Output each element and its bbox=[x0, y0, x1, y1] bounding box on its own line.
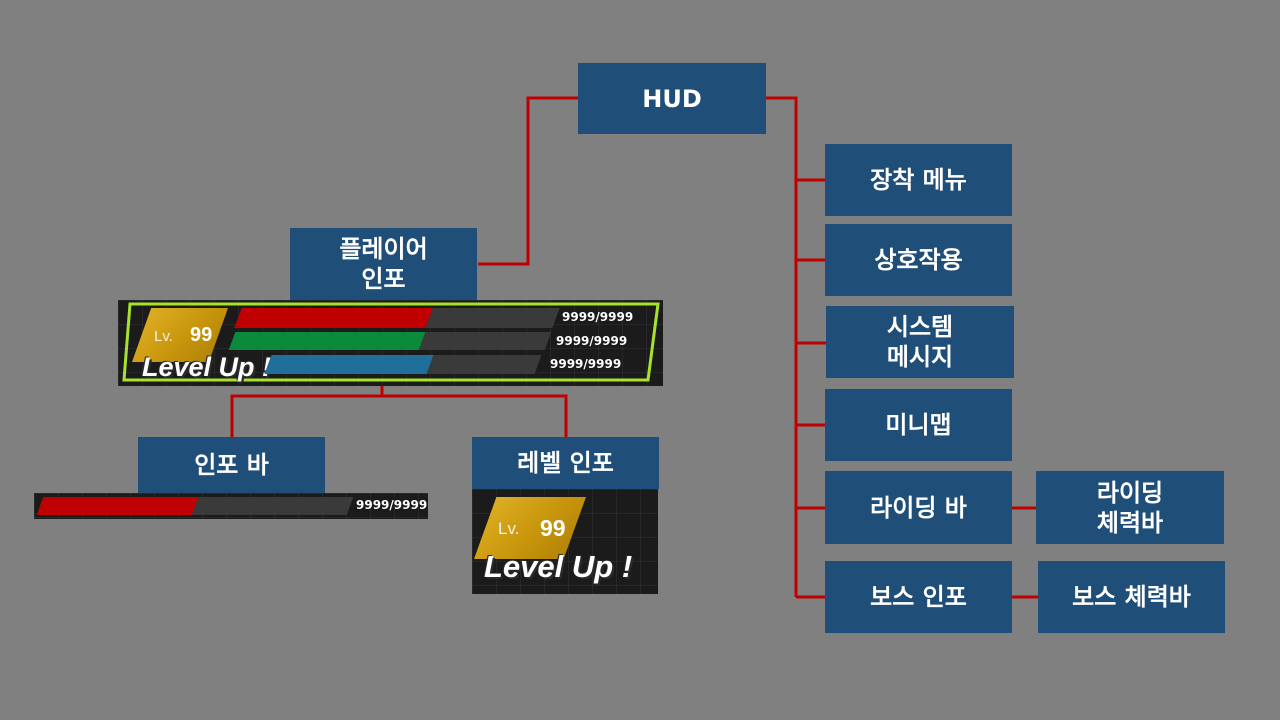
hp-bar bbox=[234, 308, 560, 328]
connector-player-children bbox=[230, 386, 384, 438]
player-info-panel: Lv. 99 Level Up ! 9999/9999 9999/9999 99… bbox=[118, 300, 663, 386]
level-preview-prefix: Lv. bbox=[498, 519, 520, 538]
info-bar-fill bbox=[36, 497, 199, 515]
mana-bar-fill bbox=[264, 355, 434, 374]
stamina-bar-fill bbox=[228, 332, 425, 350]
stamina-bar bbox=[228, 332, 552, 350]
connector-hud-player-info bbox=[478, 96, 578, 266]
node-interaction: 상호작용 bbox=[825, 224, 1012, 296]
node-boss-health-bar: 보스 체력바 bbox=[1038, 561, 1225, 633]
node-level-info: 레벨 인포 bbox=[472, 437, 659, 489]
panel-border bbox=[122, 302, 660, 382]
level-preview-up-text: Level Up ! bbox=[484, 549, 633, 584]
level-preview-number: 99 bbox=[540, 515, 566, 541]
stamina-bar-value: 9999/9999 bbox=[556, 334, 628, 348]
node-system-message: 시스템 메시지 bbox=[826, 306, 1014, 378]
node-equip-menu: 장착 메뉴 bbox=[825, 144, 1012, 216]
connector-level-info bbox=[382, 394, 568, 438]
node-player-info: 플레이어 인포 bbox=[290, 228, 477, 300]
node-info-bar: 인포 바 bbox=[138, 437, 325, 493]
info-bar-value: 9999/9999 bbox=[356, 498, 428, 512]
node-riding-health-bar: 라이딩 체력바 bbox=[1036, 471, 1224, 544]
node-hud: HUD bbox=[578, 63, 766, 134]
level-number: 99 bbox=[190, 324, 213, 346]
info-bar-track bbox=[36, 497, 354, 515]
node-riding-bar: 라이딩 바 bbox=[825, 471, 1012, 544]
hp-bar-value: 9999/9999 bbox=[562, 310, 634, 324]
level-prefix: Lv. bbox=[154, 328, 173, 345]
info-bar-preview: 9999/9999 bbox=[34, 493, 428, 519]
connector-hud-trunk bbox=[765, 96, 798, 597]
hp-bar-fill bbox=[234, 308, 433, 328]
mana-bar bbox=[264, 355, 542, 374]
node-minimap: 미니맵 bbox=[825, 389, 1012, 461]
node-boss-info: 보스 인포 bbox=[825, 561, 1012, 633]
level-info-preview: Lv. 99 Level Up ! bbox=[472, 489, 658, 594]
mana-bar-value: 9999/9999 bbox=[550, 357, 622, 371]
level-up-text: Level Up ! bbox=[142, 352, 272, 382]
